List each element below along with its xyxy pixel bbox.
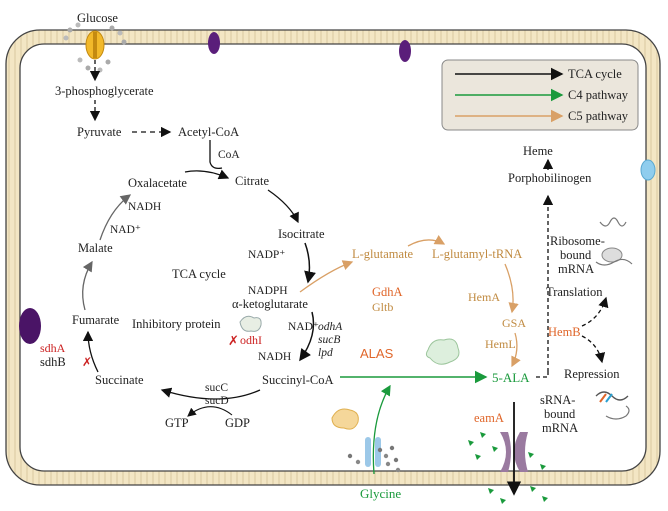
alas-enzyme-label: ALAS [360,346,394,361]
coa-label: CoA [218,149,240,161]
srna-bound-label-2: bound [544,407,576,421]
heme-label: Heme [523,144,553,158]
nadh-label-top: NADH [128,201,161,213]
succinyl-coa-to-succinate-arrow [160,387,261,400]
gdp-label: GDP [225,416,250,430]
eamA-gene-label: eamA [474,411,504,425]
odhA-gene-label: odhA [318,321,343,333]
gdhA-enzyme-label: GdhA [372,285,403,299]
akg-to-glutamate-arrow [299,260,354,293]
oxalacetate-to-citrate-arrow [184,169,230,180]
odhi-gene-label: odhI [240,333,262,347]
glutamyl-trna-to-gsa-arrow [504,263,519,314]
fumarate-label: Fumarate [72,313,120,327]
acetyl-coa-label: Acetyl-CoA [178,125,239,139]
nad-plus-label-right: NAD⁺ [288,321,319,333]
membrane-protein-icon [640,159,656,181]
l-glutamyl-trna-label: L-glutamyl-tRNA [432,247,522,261]
oxalacetate-label: Oxalacetate [128,176,187,190]
glycine-to-ala-arrow [372,384,391,475]
nadh-label-bottom: NADH [258,351,291,363]
gtp-label: GTP [165,416,189,430]
pyruvate-label: Pyruvate [77,125,122,139]
ribosome-bound-label-2: bound [560,248,592,262]
hemB-translation-arrow [581,296,609,327]
sdhA-gene-label: sdhA [40,341,66,355]
isocitrate-label: Isocitrate [278,227,325,241]
sucC-gene-label: sucC [205,382,228,394]
citrate-to-isocitrate-arrow [267,189,299,224]
sdhB-gene-label: sdhB [40,355,66,369]
succinyl-coa-label: Succinyl-CoA [262,373,334,387]
malate-to-oxalacetate-arrow [99,194,132,241]
lpd-gene-label: lpd [318,347,333,359]
ribosome-mrna-icon [595,217,633,266]
gsa-to-ala-arrow [511,332,521,368]
hemB-enzyme-label: HemB [548,325,581,339]
ribosome-mrna-label: mRNA [558,262,594,276]
ala-to-porphobilinogen-line [536,372,549,378]
five-ala-label: 5-ALA [492,370,530,385]
malate-label: Malate [78,241,113,255]
translation-label: Translation [546,285,603,299]
l-glutamate-label: L-glutamate [352,247,414,261]
isocitrate-to-akg-arrow [304,242,316,284]
succinate-to-fumarate-arrow [82,330,99,373]
odhi-knockout-cross-icon: ✗ [228,334,239,349]
glycine-transporter-icon [347,437,401,473]
glutamate-to-glutamyl-trna-arrow [407,235,446,247]
membrane-protein-icon [399,40,411,62]
gsa-label: GSA [502,316,526,330]
glycine-label: Glycine [360,486,401,501]
hemA-enzyme-label: HemA [468,290,500,304]
nad-plus-label-left: NAD⁺ [110,224,141,236]
srna-mrna-label: mRNA [542,421,578,435]
sucD-gene-label: sucD [205,395,229,407]
legend-c5-label: C5 pathway [568,109,629,123]
sdh-knockout-cross-icon: ✗ [82,355,92,369]
srna-bound-label: sRNA- [540,393,575,407]
ala-molecules-icon [468,432,548,504]
membrane-protein-icon [208,32,220,54]
eama-exporter-icon [500,432,528,472]
hemL-enzyme-label: HemL [485,337,516,351]
succinate-label: Succinate [95,373,144,387]
legend-c4-label: C4 pathway [568,88,629,102]
akg-to-succinyl-coa-arrow [299,311,315,362]
sucB-gene-label: sucB [318,334,340,346]
srna-mrna-icon [595,391,630,420]
alas-enzyme-icon [425,338,460,365]
inhibitory-protein-label: Inhibitory protein [132,317,221,331]
citrate-label: Citrate [235,174,269,188]
cell-membrane [5,29,661,486]
nadph-label: NADPH [248,285,288,297]
membrane-protein-icon [19,308,41,344]
ribosome-bound-label: Ribosome- [550,234,605,248]
gdp-to-gtp-arrow [187,406,233,417]
alpha-ketoglutarate-label: α-ketoglutarate [232,297,308,311]
hemB-repression-arrow [581,335,606,364]
glucose-transporter-icon [63,22,127,73]
acetyl-coa-entry-arrow [209,140,223,170]
fumarate-to-malate-arrow [82,260,93,311]
tca-cycle-label: TCA cycle [172,267,226,281]
legend: TCA cycle C4 pathway C5 pathway [441,59,639,131]
legend-tca-label: TCA cycle [568,67,622,81]
porphobilinogen-label: Porphobilinogen [508,171,592,185]
glucose-label: Glucose [77,11,118,25]
glycine-binding-protein-icon [331,408,359,430]
inhibitory-protein-icon [239,315,262,332]
gltb-enzyme-label: Gltb [372,300,393,314]
repression-label: Repression [564,367,620,381]
phosphoglycerate-label: 3-phosphoglycerate [55,84,154,98]
nadp-plus-label: NADP⁺ [248,249,285,261]
